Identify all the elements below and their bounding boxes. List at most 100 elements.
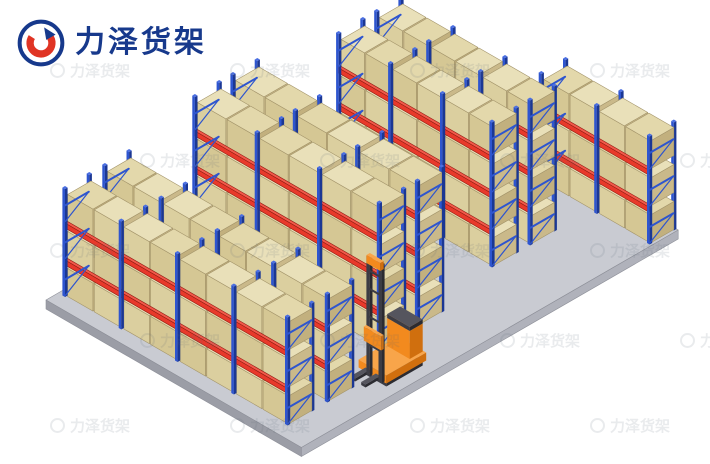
frame-brace-diag [338, 73, 364, 104]
frame-brace-diag [64, 228, 90, 259]
carton-top [275, 255, 326, 284]
rack-post-front-top [214, 228, 220, 231]
frame-brace [416, 257, 443, 273]
forklift-body-cap-right [409, 319, 423, 331]
rack-post-front-top [376, 200, 382, 204]
rack-post-front-left [285, 316, 288, 426]
frame-brace [194, 98, 220, 115]
rack-post-front-top [355, 144, 361, 147]
rack-post-back-top [360, 17, 366, 20]
carton-top [264, 83, 318, 115]
frame-brace-diag [287, 319, 312, 351]
rack-post-front-top [336, 31, 342, 34]
rack-post-front-left [118, 220, 122, 330]
frame-brace-diag [529, 139, 555, 171]
carton-top [262, 293, 313, 323]
rack-post-front-top [440, 91, 446, 94]
rack-post-back-right [441, 166, 445, 313]
frame-brace-diag [64, 265, 90, 296]
frame-brace-diag [649, 175, 675, 207]
frame-brace [338, 72, 364, 89]
forklift-fork-left [361, 382, 366, 388]
rack-post-front-top [192, 94, 198, 97]
rack-post-back-top [513, 105, 519, 109]
carton-top [150, 228, 200, 258]
rack-post-back-right [311, 302, 315, 412]
rack-post-front-top [527, 97, 533, 101]
forklift-fork-top [361, 373, 381, 385]
rack-post-front-top [231, 283, 237, 287]
carton-top [133, 173, 184, 202]
rack-post-back-top [671, 119, 677, 123]
forklift-chassis-right [386, 352, 427, 384]
carton-top [321, 160, 375, 192]
frame-brace [491, 198, 517, 214]
carton-top [507, 77, 555, 106]
forklift-mast-bar [368, 287, 383, 297]
rack-post-back-top [450, 25, 456, 28]
rack-post-back-top [379, 130, 385, 133]
forklift-carriage-top [363, 325, 384, 337]
rack-post-front-left [594, 104, 597, 214]
carton-top [327, 119, 380, 151]
rack-post-back-top [255, 269, 261, 273]
frame-brace [416, 183, 443, 199]
frame-brace [326, 333, 353, 349]
rack-post-front-left [175, 252, 178, 362]
frame-brace [529, 139, 555, 155]
frame-brace-diag [529, 213, 555, 245]
forklift-carriage-left [363, 326, 382, 351]
frame-brace [64, 264, 90, 281]
rack-post-back-right [403, 188, 407, 335]
carton-top [123, 213, 173, 242]
carton-top [107, 157, 157, 187]
frame-brace [529, 213, 555, 229]
frame-brace [529, 176, 555, 192]
carton-top [392, 55, 441, 84]
rack-post-front-left [231, 285, 234, 395]
rack-post-front-top [647, 133, 653, 137]
forklift-mast-bar [368, 343, 383, 353]
frame-brace-diag [529, 102, 555, 134]
forklift-mast-top-right [380, 261, 384, 271]
carton-top [482, 63, 531, 92]
carton-top [236, 278, 286, 307]
rack-post-front-right [596, 104, 600, 214]
rack-post-front-right [121, 220, 124, 330]
frame-brace [194, 172, 220, 189]
carton-top [163, 190, 213, 219]
carton-top [197, 88, 250, 120]
frame-brace-diag [287, 356, 312, 388]
rack-post-front-right [417, 180, 421, 327]
frame-brace-diag [327, 370, 352, 402]
rack-post-front-top [118, 218, 124, 222]
frame-brace-diag [379, 205, 404, 237]
frame-brace-diag [491, 198, 517, 230]
forklift-mast-bar [368, 315, 383, 325]
rack-post-back-top [216, 80, 222, 83]
rack-post-back-right [554, 85, 557, 232]
floor-side [301, 229, 679, 457]
rack-post-back-top [254, 58, 260, 61]
carton-top [190, 205, 240, 235]
forklift-mast-bar [368, 269, 383, 279]
carton-top [206, 261, 256, 290]
rack-post-front-top [388, 61, 394, 64]
carton-top [235, 66, 288, 98]
rack-post-front-left [489, 121, 492, 268]
carton-top [625, 112, 675, 142]
carton-top [455, 47, 503, 76]
forklift-body-cap-top [387, 306, 423, 327]
rack-post-front-left [527, 99, 531, 246]
carton-top [444, 85, 493, 114]
rack-post-front-top [478, 69, 484, 72]
rack-post-front-left [62, 187, 65, 297]
carton-top [259, 124, 312, 156]
frame-brace [64, 227, 90, 244]
carton-top [219, 222, 270, 252]
rack-post-front-top [489, 119, 495, 123]
forklift-fork-right [365, 376, 381, 388]
logo-tick [44, 27, 56, 40]
rack-post-front-top [62, 186, 68, 189]
